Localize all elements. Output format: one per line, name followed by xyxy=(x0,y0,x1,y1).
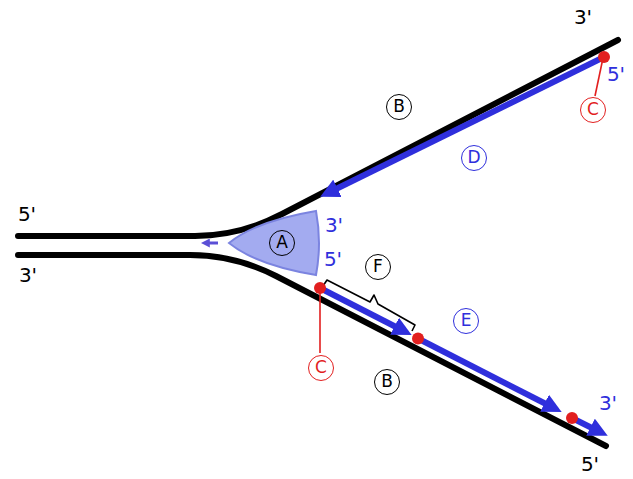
callout-letter: E xyxy=(453,308,479,334)
callout-letter: D xyxy=(461,145,487,171)
strand-end-label: 3' xyxy=(19,264,37,286)
strand-end-label: 5' xyxy=(581,453,599,475)
bracket xyxy=(323,280,415,331)
strand-end-label: 3' xyxy=(599,392,617,414)
parent-strand xyxy=(18,40,618,236)
primer-dot xyxy=(314,282,326,294)
strand-end-label: 3' xyxy=(325,214,343,236)
polymerase-body xyxy=(229,211,319,275)
callout-letter: C xyxy=(580,97,606,123)
callout-letter: C xyxy=(308,355,334,381)
leader-line xyxy=(595,58,603,96)
leading-strand xyxy=(334,58,602,190)
strand-end-label: 5' xyxy=(324,248,342,270)
primer-dot xyxy=(566,412,578,424)
parent-strand xyxy=(18,255,606,446)
strand-end-label: 5' xyxy=(18,203,36,225)
leader-line xyxy=(319,288,321,353)
callout-letter: B xyxy=(386,94,412,120)
callout-letter: B xyxy=(374,369,400,395)
polymerase-outline xyxy=(226,207,322,279)
callout-letter: A xyxy=(269,230,295,256)
strand-end-label: 3' xyxy=(574,6,592,28)
okazaki-fragment xyxy=(418,339,548,406)
strand-end-label: 5' xyxy=(607,63,625,85)
callout-letter: F xyxy=(365,254,391,280)
primer-dot xyxy=(412,333,424,345)
polymerase-shape: A xyxy=(226,207,322,279)
direction-arrow xyxy=(208,242,218,245)
primer-dot xyxy=(598,51,610,63)
